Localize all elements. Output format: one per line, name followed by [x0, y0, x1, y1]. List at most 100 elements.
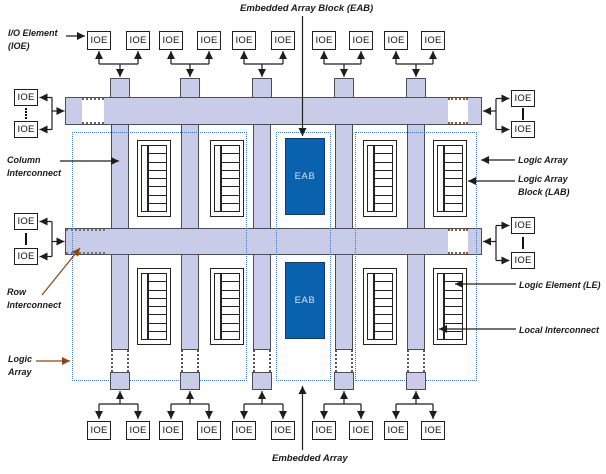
lab-block: [433, 140, 467, 217]
logic-element-cell: [149, 161, 166, 170]
local-interconnect-strip: [141, 273, 148, 340]
lab-block: [363, 140, 397, 217]
logic-element-cell: [149, 330, 166, 339]
interconnect-gap: [181, 350, 199, 372]
ioe-box: IOE: [232, 31, 256, 50]
ioe-box: IOE: [126, 31, 150, 50]
logic-element-stack: [148, 273, 167, 340]
logic-element-cell: [222, 161, 239, 170]
eab-block: EAB: [285, 138, 325, 215]
ioe-label: IOE: [90, 424, 108, 436]
ioe-box: IOE: [14, 213, 38, 230]
logic-element-cell: [222, 274, 239, 281]
lab-block: [137, 140, 171, 217]
logic-element-cell: [445, 274, 462, 281]
ellipsis-dots: [24, 233, 28, 245]
logic-element-cell: [375, 194, 392, 203]
logic-element-cell: [222, 194, 239, 203]
ioe-box: IOE: [14, 89, 38, 106]
logic-element-cell: [375, 274, 392, 281]
logic-element-cell: [445, 289, 462, 298]
ioe-label: IOE: [514, 123, 532, 135]
logic-element-cell: [149, 274, 166, 281]
local-interconnect-strip: [214, 273, 221, 340]
logic-element-cell: [149, 186, 166, 194]
logic-element-stack: [374, 273, 393, 340]
logic-element-cell: [445, 161, 462, 170]
row-interconnect-top: [65, 97, 482, 125]
logic-element-cell: [222, 289, 239, 298]
local-interconnect-strip: [437, 145, 444, 212]
column-stub: [406, 372, 426, 390]
column-interconnect: [253, 97, 271, 350]
ioe-label: IOE: [387, 34, 405, 46]
logic-element-cell: [375, 281, 392, 289]
logic-element-cell: [149, 153, 166, 161]
ioe-label: IOE: [514, 219, 532, 231]
lab-block: [210, 268, 244, 345]
logic-element-stack: [221, 273, 240, 340]
logic-element-cell: [375, 289, 392, 298]
ioe-box: IOE: [14, 121, 38, 138]
interconnect-gap: [111, 350, 129, 372]
ioe-label: IOE: [200, 424, 218, 436]
logic-element-cell: [222, 314, 239, 322]
ioe-label: IOE: [129, 424, 147, 436]
ioe-label: IOE: [235, 34, 253, 46]
logic-element-cell: [222, 330, 239, 339]
ioe-label: IOE: [235, 424, 253, 436]
ioe-box: IOE: [159, 421, 183, 440]
lab-block: [210, 140, 244, 217]
logic-element-cell: [445, 194, 462, 203]
logic-element-cell: [375, 146, 392, 153]
local-interconnect-strip: [367, 273, 374, 340]
ioe-label: IOE: [387, 424, 405, 436]
ioe-box: IOE: [349, 31, 373, 50]
ioe-box: IOE: [312, 421, 336, 440]
local-interconnect-strip: [367, 145, 374, 212]
logic-element-cell: [149, 314, 166, 322]
logic-element-cell: [445, 314, 462, 322]
interconnect-gap: [253, 350, 271, 372]
logic-element-cell: [222, 178, 239, 186]
ioe-box: IOE: [511, 90, 535, 107]
ioe-box: IOE: [312, 31, 336, 50]
logic-element-cell: [445, 178, 462, 186]
logic-element-cell: [222, 297, 239, 306]
logic-element-cell: [222, 186, 239, 194]
ioe-box: IOE: [511, 121, 535, 138]
label-io-element: I/O Element(IOE): [8, 28, 58, 51]
interconnect-gap: [82, 98, 104, 124]
logic-element-cell: [445, 281, 462, 289]
lab-block: [433, 268, 467, 345]
ioe-box: IOE: [232, 421, 256, 440]
ioe-box: IOE: [87, 31, 111, 50]
logic-element-cell: [222, 322, 239, 331]
eab-block: EAB: [285, 262, 325, 339]
ioe-label: IOE: [424, 34, 442, 46]
label-logic-element: Logic Element (LE): [519, 280, 601, 290]
ioe-label: IOE: [17, 250, 35, 262]
label-logic-array-right: Logic Array: [518, 155, 568, 165]
logic-element-cell: [445, 153, 462, 161]
column-stub: [180, 372, 200, 390]
column-stub: [334, 372, 354, 390]
logic-element-cell: [375, 161, 392, 170]
logic-element-cell: [222, 146, 239, 153]
ioe-label: IOE: [200, 34, 218, 46]
logic-element-cell: [149, 289, 166, 298]
logic-element-cell: [375, 297, 392, 306]
logic-element-cell: [445, 306, 462, 314]
logic-element-stack: [444, 145, 463, 212]
logic-element-cell: [375, 314, 392, 322]
column-stub: [252, 372, 272, 390]
column-stub: [334, 78, 354, 98]
column-stub: [110, 372, 130, 390]
interconnect-gap: [407, 350, 425, 372]
logic-element-cell: [445, 330, 462, 339]
ioe-box: IOE: [159, 31, 183, 50]
ioe-label: IOE: [315, 34, 333, 46]
column-stub: [110, 78, 130, 98]
